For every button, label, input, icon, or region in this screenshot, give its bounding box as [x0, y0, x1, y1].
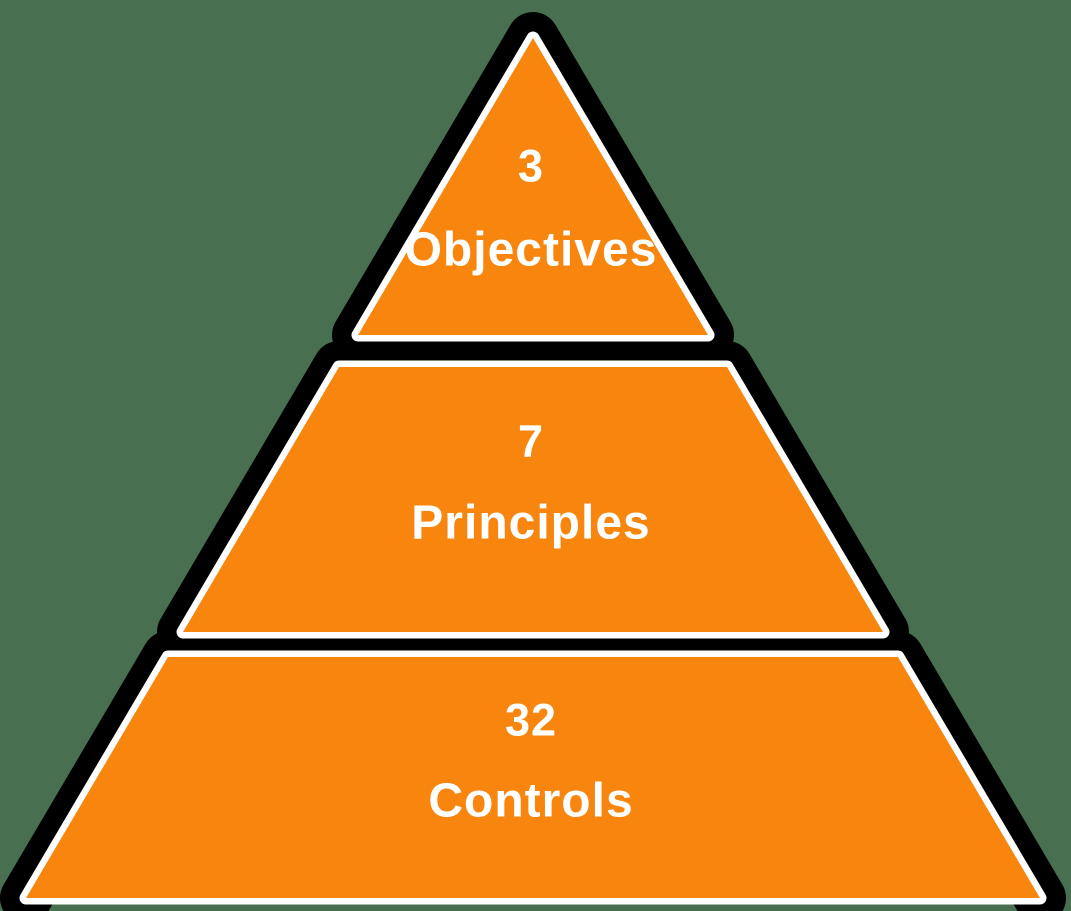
tier-principles-shape [183, 367, 883, 632]
tier-controls-label: Controls [428, 775, 633, 828]
tier-principles-count: 7 [518, 416, 544, 467]
tier-principles-label: Principles [411, 497, 650, 550]
pyramid-text-layer: 3 Objectives 7 Principles 32 Controls [405, 141, 658, 828]
tier-objectives-label: Objectives [405, 224, 658, 277]
tier-controls-shape [26, 657, 1040, 898]
tier-objectives-count: 3 [518, 141, 544, 192]
pyramid-fill-layer [26, 38, 1040, 898]
tier-objectives-shape [358, 38, 708, 335]
tier-controls-count: 32 [505, 695, 557, 746]
